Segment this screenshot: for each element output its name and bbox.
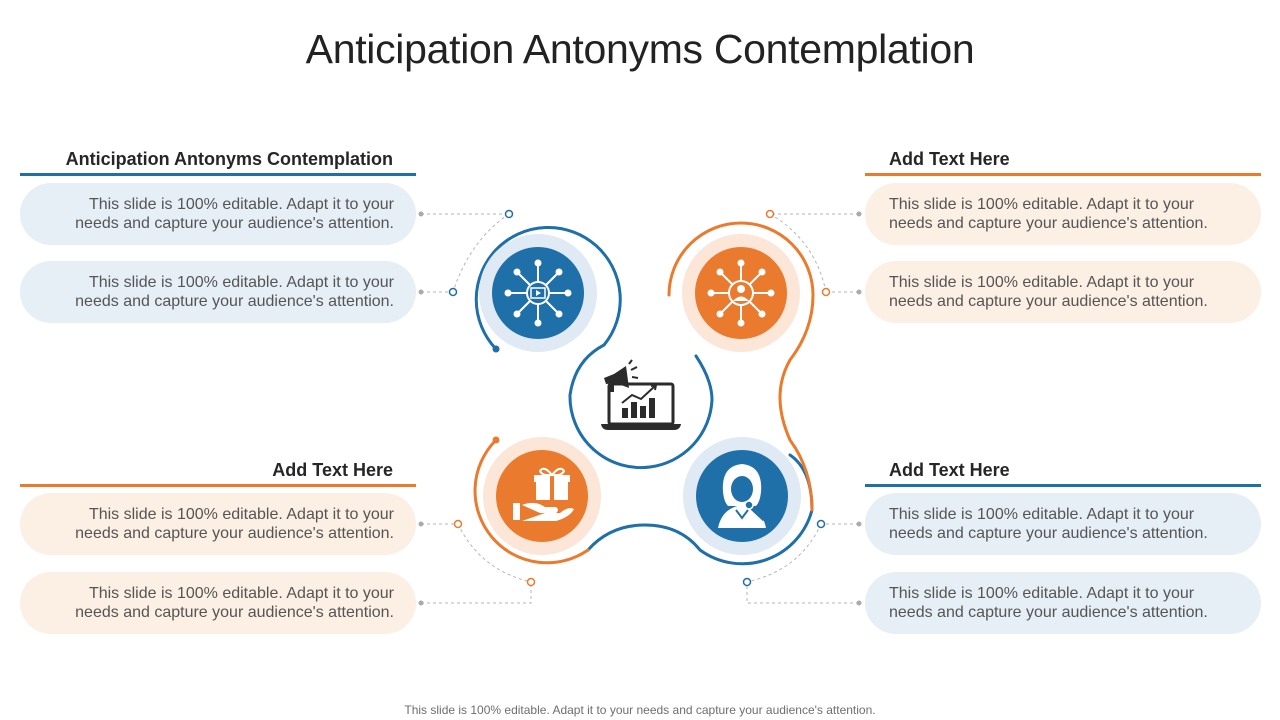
rule-bottom-left [20, 484, 416, 487]
network-video-icon [479, 234, 597, 352]
pill-text: This slide is 100% editable. Adapt it to… [889, 196, 1208, 232]
heading-bottom-right: Add Text Here [889, 460, 1010, 480]
text-pill-bottom-right-2: This slide is 100% editable. Adapt it to… [865, 572, 1261, 634]
rule-top-right [865, 173, 1261, 176]
heading-bottom-left: Add Text Here [272, 460, 393, 480]
gift-hand-icon [483, 437, 601, 555]
pill-text: This slide is 100% editable. Adapt it to… [889, 506, 1208, 542]
pill-text: This slide is 100% editable. Adapt it to… [75, 274, 394, 310]
laptop-megaphone-chart-icon [601, 359, 681, 430]
path-end-dot [492, 436, 500, 444]
text-pill-top-left-1: This slide is 100% editable. Adapt it to… [20, 183, 416, 245]
woman-microphone-icon [683, 437, 801, 555]
text-pill-bottom-right-1: This slide is 100% editable. Adapt it to… [865, 493, 1261, 555]
heading-top-right: Add Text Here [889, 149, 1010, 169]
page-title: Anticipation Antonyms Contemplation [305, 26, 975, 72]
pill-text: This slide is 100% editable. Adapt it to… [75, 585, 394, 621]
ring-markers [448, 209, 831, 587]
text-pill-bottom-left-2: This slide is 100% editable. Adapt it to… [20, 572, 416, 634]
text-pill-top-right-1: This slide is 100% editable. Adapt it to… [865, 183, 1261, 245]
pill-text: This slide is 100% editable. Adapt it to… [75, 196, 394, 232]
footer-note: This slide is 100% editable. Adapt it to… [404, 703, 876, 717]
pill-text: This slide is 100% editable. Adapt it to… [889, 585, 1208, 621]
pill-text: This slide is 100% editable. Adapt it to… [75, 506, 394, 542]
heading-top-left: Anticipation Antonyms Contemplation [65, 149, 393, 169]
text-pill-top-right-2: This slide is 100% editable. Adapt it to… [865, 261, 1261, 323]
network-person-icon [682, 234, 800, 352]
text-pill-top-left-2: This slide is 100% editable. Adapt it to… [20, 261, 416, 323]
path-end-dot [492, 345, 500, 353]
pill-text: This slide is 100% editable. Adapt it to… [889, 274, 1208, 310]
connector-end-dots [418, 211, 862, 606]
orange-outline-path [473, 221, 815, 565]
text-pill-bottom-left-1: This slide is 100% editable. Adapt it to… [20, 493, 416, 555]
rule-bottom-right [865, 484, 1261, 487]
rule-top-left [20, 173, 416, 176]
